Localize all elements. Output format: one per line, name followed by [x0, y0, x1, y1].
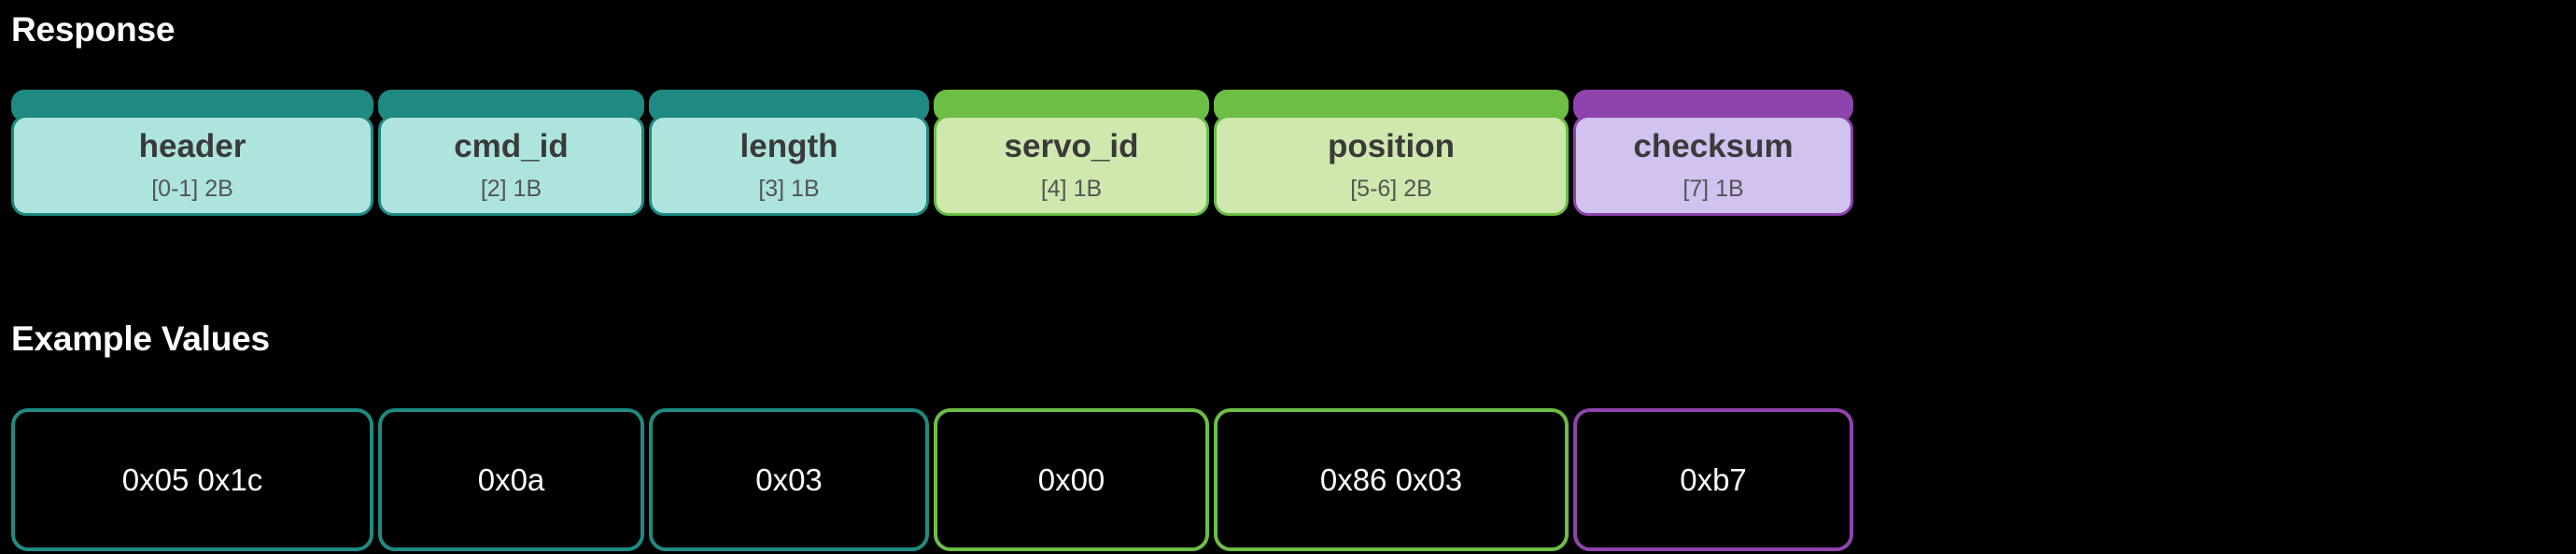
field-name-label: header	[138, 128, 246, 164]
value-text-servo_id: 0x00	[1037, 462, 1105, 497]
value-text-position: 0x86 0x03	[1319, 462, 1463, 497]
packet-value-row: 0x05 0x1c 0x0a 0x03 0x00 0x86 0x03 0xb7	[0, 408, 2576, 551]
packet-field-position[interactable]: position [5-6] 2B	[1214, 90, 1569, 216]
field-byte-range-label: [3] 1B	[758, 175, 820, 202]
page-title-response: Response	[11, 10, 176, 49]
packet-field-length[interactable]: length [3] 1B	[649, 90, 929, 216]
field-name-label: checksum	[1633, 128, 1794, 164]
value-box-checksum[interactable]: 0xb7	[1573, 408, 1853, 551]
field-box-position[interactable]: position [5-6] 2B	[1214, 115, 1569, 216]
field-name-label: servo_id	[1004, 128, 1139, 164]
value-text-header: 0x05 0x1c	[121, 462, 263, 497]
field-byte-range-label: [7] 1B	[1682, 175, 1744, 202]
field-byte-range-label: [5-6] 2B	[1350, 175, 1432, 202]
packet-field-row: header [0-1] 2B cmd_id [2] 1B length [3] 1B se…	[0, 90, 2576, 216]
field-byte-range-label: [2] 1B	[480, 175, 542, 202]
field-name-label: cmd_id	[454, 128, 569, 164]
value-text-checksum: 0xb7	[1680, 462, 1747, 497]
value-box-cmd_id[interactable]: 0x0a	[378, 408, 644, 551]
value-text-cmd_id: 0x0a	[477, 462, 545, 497]
packet-field-checksum[interactable]: checksum [7] 1B	[1573, 90, 1853, 216]
field-box-cmd_id[interactable]: cmd_id [2] 1B	[378, 115, 644, 216]
field-name-label: length	[739, 128, 838, 164]
field-box-length[interactable]: length [3] 1B	[649, 115, 929, 216]
page-title-example-values: Example Values	[11, 320, 270, 358]
field-name-label: position	[1327, 128, 1456, 164]
value-box-header[interactable]: 0x05 0x1c	[11, 408, 373, 551]
field-box-servo_id[interactable]: servo_id [4] 1B	[934, 115, 1209, 216]
value-box-length[interactable]: 0x03	[649, 408, 929, 551]
value-box-position[interactable]: 0x86 0x03	[1214, 408, 1569, 551]
field-byte-range-label: [0-1] 2B	[151, 175, 233, 202]
packet-field-servo_id[interactable]: servo_id [4] 1B	[934, 90, 1209, 216]
field-box-header[interactable]: header [0-1] 2B	[11, 115, 373, 216]
value-box-servo_id[interactable]: 0x00	[934, 408, 1209, 551]
packet-field-cmd_id[interactable]: cmd_id [2] 1B	[378, 90, 644, 216]
field-box-checksum[interactable]: checksum [7] 1B	[1573, 115, 1853, 216]
packet-field-header[interactable]: header [0-1] 2B	[11, 90, 373, 216]
value-text-length: 0x03	[755, 462, 823, 497]
field-byte-range-label: [4] 1B	[1040, 175, 1103, 202]
